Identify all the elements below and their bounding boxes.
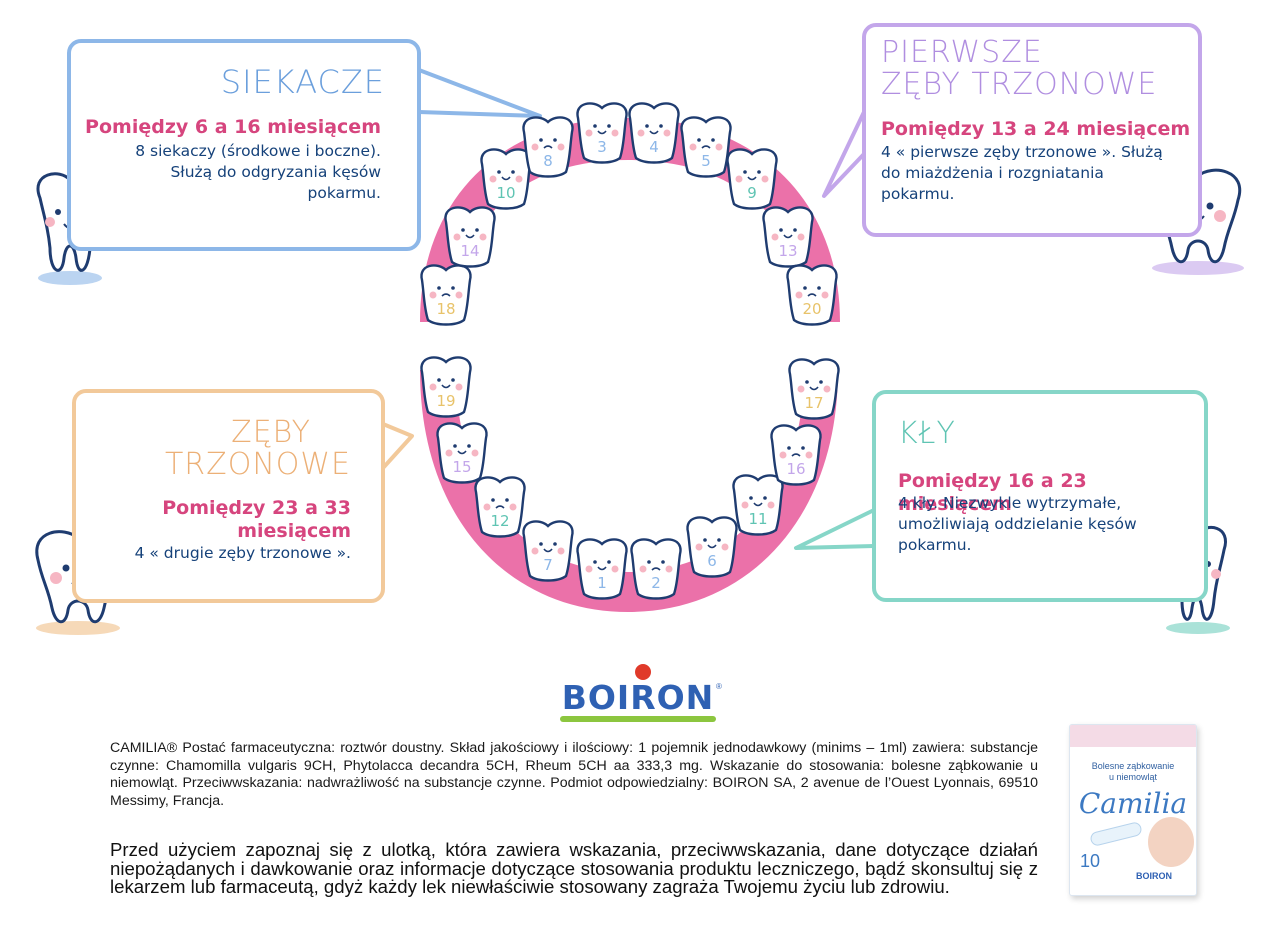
tooth-13: 13 xyxy=(762,206,814,268)
pierwsze-title: PIERWSZE ZĘBY TRZONOWE xyxy=(881,35,1158,103)
tooth-5: 5 xyxy=(680,116,732,178)
tooth-3: 3 xyxy=(576,102,628,164)
tooth-8: 8 xyxy=(522,116,574,178)
product-name: Camilia xyxy=(1078,787,1188,820)
kly-title: KŁY xyxy=(898,416,956,451)
tooth-number: 6 xyxy=(707,552,717,570)
tooth-number: 15 xyxy=(452,458,471,476)
tooth-17: 17 xyxy=(788,358,840,420)
pierwsze-box: PIERWSZE ZĘBY TRZONOWE Pomiędzy 13 a 24 … xyxy=(862,23,1202,237)
tooth-11: 11 xyxy=(732,474,784,536)
kly-box: KŁY Pomiędzy 16 a 23 miesiącem 4 kły. Ni… xyxy=(872,390,1208,602)
tooth-number: 16 xyxy=(786,460,805,478)
tooth-15: 15 xyxy=(436,422,488,484)
zeby-trzonowe-title: ZĘBY TRZONOWE xyxy=(164,415,351,483)
tooth-7: 7 xyxy=(522,520,574,582)
tooth-number: 3 xyxy=(597,138,607,156)
product-band xyxy=(1070,725,1196,747)
kly-desc: 4 kły. Niezwykle wytrzymałe, umożliwiają… xyxy=(898,494,1137,554)
tooth-4: 4 xyxy=(628,102,680,164)
tooth-number: 14 xyxy=(460,242,479,260)
tooth-number: 13 xyxy=(778,242,797,260)
tooth-number: 2 xyxy=(651,574,661,592)
legal-product-info: CAMILIA® Postać farmaceutyczna: roztwór … xyxy=(110,740,1038,809)
baby-face-icon xyxy=(1148,817,1194,867)
product-package: Bolesne ząbkowanie u niemowląt Camilia 1… xyxy=(1063,724,1203,904)
siekacze-box: SIEKACZE Pomiędzy 6 a 16 miesiącem 8 sie… xyxy=(67,39,421,251)
kly-box-tail xyxy=(794,508,875,550)
siekacze-title: SIEKACZE xyxy=(220,63,385,101)
tooth-number: 7 xyxy=(543,556,553,574)
tooth-number: 8 xyxy=(543,152,553,170)
zeby-box-tail xyxy=(381,422,414,470)
product-count: 10 xyxy=(1080,851,1101,871)
tooth-19: 19 xyxy=(420,356,472,418)
product-box-image: Bolesne ząbkowanie u niemowląt Camilia 1… xyxy=(1069,724,1197,896)
tooth-9: 9 xyxy=(726,148,778,210)
tooth-16: 16 xyxy=(770,424,822,486)
tooth-number: 4 xyxy=(649,138,659,156)
tooth-12: 12 xyxy=(474,476,526,538)
vial-icon xyxy=(1089,820,1143,848)
pierwsze-desc: 4 « pierwsze zęby trzonowe ». Służą do m… xyxy=(881,143,1163,203)
pierwsze-age: Pomiędzy 13 a 24 miesiącem xyxy=(881,118,1191,140)
tooth-14: 14 xyxy=(444,206,496,268)
kly-age: Pomiędzy 16 a 23 miesiącem xyxy=(898,470,1087,515)
tooth-number: 19 xyxy=(436,392,455,410)
tooth-number: 9 xyxy=(747,184,757,202)
tooth-number: 10 xyxy=(496,184,515,202)
boiron-logo: BOIRON ® xyxy=(550,660,726,726)
tooth-20: 20 xyxy=(786,264,838,326)
logo-registered-mark: ® xyxy=(716,682,722,691)
tooth-number: 18 xyxy=(436,300,455,318)
zeby-trzonowe-box: ZĘBY TRZONOWE Pomiędzy 23 a 33 miesiącem… xyxy=(72,389,385,603)
product-subtitle: Bolesne ząbkowanie u niemowląt xyxy=(1091,761,1175,782)
tooth-number: 17 xyxy=(804,394,823,412)
tooth-18: 18 xyxy=(420,264,472,326)
tooth-1: 1 xyxy=(576,538,628,600)
product-brand: BOIRON xyxy=(1136,871,1172,881)
tooth-number: 11 xyxy=(748,510,767,528)
tooth-number: 1 xyxy=(597,574,607,592)
tooth-10: 10 xyxy=(480,148,532,210)
tooth-number: 12 xyxy=(490,512,509,530)
zeby-trzonowe-age: Pomiędzy 23 a 33 miesiącem xyxy=(162,497,351,542)
siekacze-desc: 8 siekaczy (środkowe i boczne). Służą do… xyxy=(135,142,381,202)
siekacze-box-tail xyxy=(418,68,542,118)
legal-warning: Przed użyciem zapoznaj się z ulotką, któ… xyxy=(110,839,1038,897)
siekacze-age: Pomiędzy 6 a 16 miesiącem xyxy=(85,116,381,138)
tooth-6: 6 xyxy=(686,516,738,578)
zeby-trzonowe-desc: 4 « drugie zęby trzonowe ». xyxy=(134,544,351,562)
tooth-2: 2 xyxy=(630,538,682,600)
tooth-number: 20 xyxy=(802,300,821,318)
logo-grass-icon xyxy=(560,716,716,722)
tooth-number: 5 xyxy=(701,152,711,170)
logo-text: BOIRON xyxy=(561,678,715,717)
pierwsze-box-tail xyxy=(822,111,866,198)
logo-dot-icon xyxy=(635,664,651,680)
